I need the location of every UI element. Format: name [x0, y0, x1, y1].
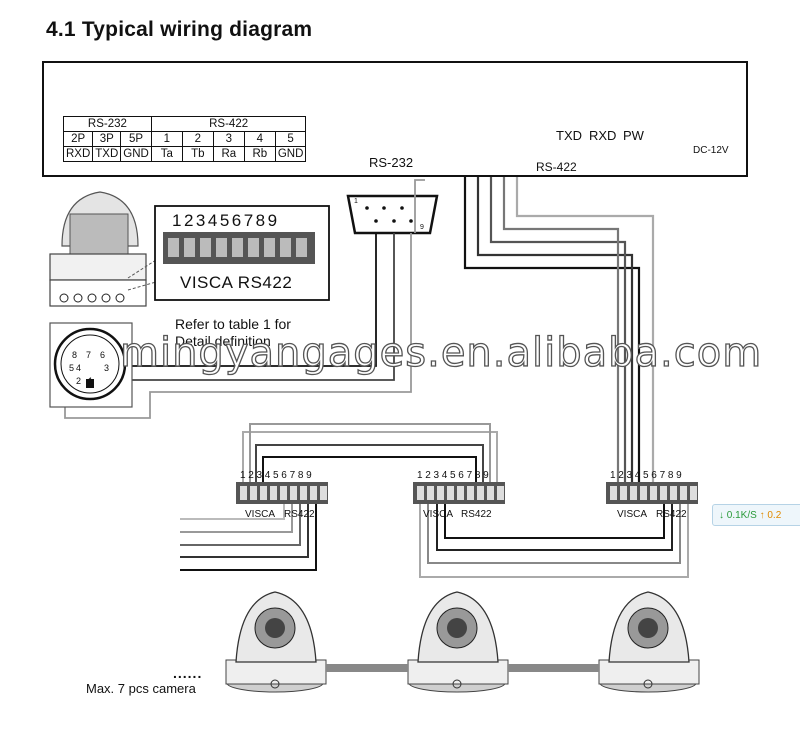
camera-icon-3 — [598, 591, 700, 693]
pin-number: 4 — [243, 131, 276, 147]
pin-number: 3 — [212, 131, 245, 147]
pin-number: 5P — [120, 131, 152, 147]
note-line-2: Detail definition — [175, 333, 271, 349]
pin-name: RXD — [62, 146, 94, 162]
pin-number: 1 — [150, 131, 183, 147]
camera-icon-2 — [407, 591, 509, 693]
pin-name: Ta — [150, 146, 183, 162]
pin-table: RS-232 RS-422 2P 3P 5P 1 2 3 4 5 RXD TXD… — [62, 116, 307, 162]
mini-din-pin: 8 — [72, 350, 78, 360]
pin-name: TXD — [92, 146, 122, 162]
terminal-block-1 — [236, 482, 328, 504]
watermark: mingyangages.en.alibaba.com — [119, 329, 763, 376]
mini-din-pin: 7 — [86, 350, 92, 360]
db9-pin-last: 9 — [420, 224, 424, 231]
note-line-1: Refer to table 1 for — [175, 316, 291, 332]
dc-label: DC-12V — [693, 145, 729, 156]
upload-speed: ↑ 0.2 — [759, 510, 782, 521]
camera-terminal-label: VISCA RS422 — [180, 273, 293, 292]
terminal-block-2 — [413, 482, 505, 504]
camera-link-1 — [326, 664, 408, 672]
mini-din-pin: 2 — [76, 376, 82, 386]
txd-label: TXD — [556, 128, 582, 143]
terminal-3-visca: VISCA — [617, 509, 648, 520]
mini-din-pin: 1 — [88, 376, 94, 386]
terminal-1-rs: RS422 — [284, 509, 315, 520]
terminal-3-numbers: 123456789 — [610, 470, 685, 481]
db9-label: RS-232 — [369, 155, 414, 170]
pin-number: 5 — [274, 131, 307, 147]
pin-name: Ra — [212, 146, 245, 162]
terminal-2-rs: RS422 — [461, 509, 492, 520]
terminal-block-3 — [606, 482, 698, 504]
pin-name: GND — [274, 146, 307, 162]
camera-terminal-block — [154, 205, 330, 301]
pin-number: 2 — [181, 131, 214, 147]
pin-number: 3P — [92, 131, 122, 147]
camera-terminal-numbers: 123456789 — [172, 211, 280, 230]
terminal-1-numbers: 123456789 — [240, 470, 315, 481]
terminal-2-numbers: 123456789 — [417, 470, 492, 481]
network-speed-widget: ↓ 0.1K/S ↑ 0.2 — [712, 504, 800, 526]
mini-din-pin: 6 — [100, 350, 106, 360]
pin-name: GND — [120, 146, 152, 162]
rs422-header: RS-422 — [150, 116, 307, 132]
mini-din-pin: 4 — [76, 363, 82, 373]
page-title: 4.1 Typical wiring diagram — [46, 18, 313, 41]
mini-din-connector — [49, 322, 133, 408]
rs422-label: RS-422 — [536, 160, 577, 174]
mini-din-pin: 5 — [69, 363, 75, 373]
more-dots: ...... — [173, 665, 203, 681]
download-speed: ↓ 0.1K/S — [719, 510, 757, 521]
db9-pin-first: 1 — [354, 198, 358, 205]
mini-din-pin: 3 — [104, 363, 110, 373]
rxd-label: RXD — [589, 128, 617, 143]
max-camera-label: Max. 7 pcs camera — [86, 681, 196, 696]
camera-icon-1 — [225, 591, 327, 693]
rs232-header: RS-232 — [63, 116, 152, 132]
terminal-1-visca: VISCA — [245, 509, 276, 520]
terminal-2-visca: VISCA — [423, 509, 454, 520]
terminal-3-rs: RS422 — [656, 509, 687, 520]
pin-number: 2P — [62, 131, 94, 147]
pin-name: Rb — [243, 146, 276, 162]
camera-rear-icon — [49, 191, 157, 307]
camera-link-2 — [508, 664, 599, 672]
pin-name: Tb — [181, 146, 214, 162]
pw-label: PW — [623, 128, 644, 143]
